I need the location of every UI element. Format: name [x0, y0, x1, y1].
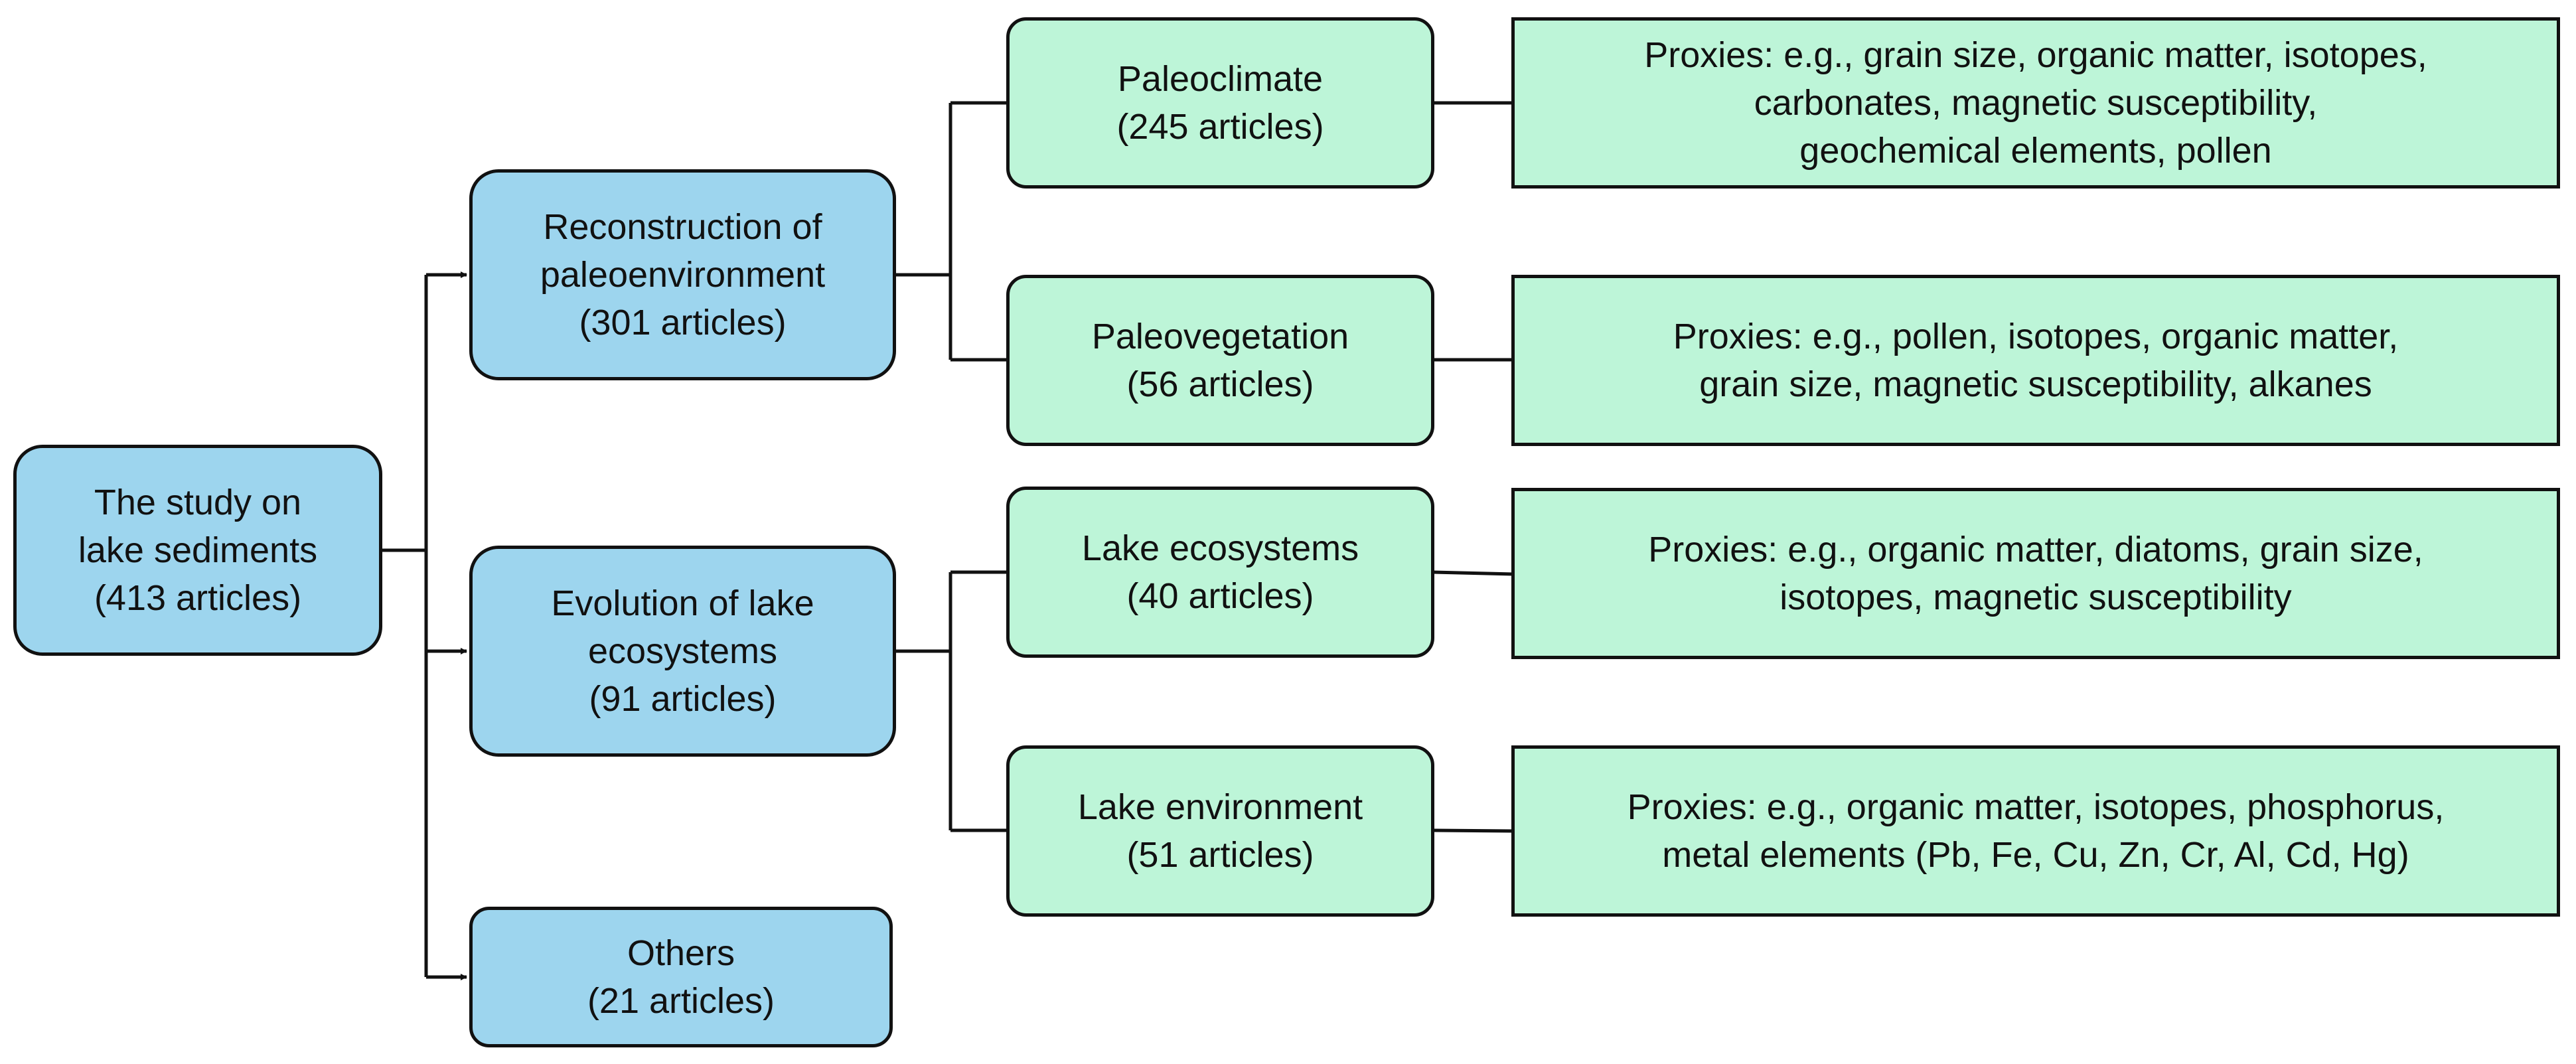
subcategory-paleovegetation: Paleovegetation (56 articles): [1006, 275, 1434, 446]
subcategory-line: (40 articles): [1126, 576, 1314, 616]
proxy-line: geochemical elements, pollen: [1799, 131, 2272, 171]
root-line-1: The study on: [94, 483, 302, 522]
proxy-line: Proxies: e.g., grain size, organic matte…: [1644, 35, 2427, 75]
category-line: ecosystems: [587, 631, 778, 671]
proxies-lake-environment: Proxies: e.g., organic matter, isotopes,…: [1511, 745, 2560, 917]
link-lake-environment-proxies: [1432, 828, 1515, 833]
proxies-paleovegetation: Proxies: e.g., pollen, isotopes, organic…: [1511, 275, 2560, 446]
subcategory-line: Lake environment: [1077, 787, 1363, 827]
proxy-line: grain size, magnetic susceptibility, alk…: [1699, 364, 2372, 404]
category-line: (301 articles): [579, 303, 787, 342]
category-reconstruction: Reconstruction of paleoenvironment (301 …: [469, 169, 896, 380]
subcategory-lake-ecosystems: Lake ecosystems (40 articles): [1006, 487, 1434, 658]
subcategory-line: Paleoclimate: [1117, 59, 1324, 99]
subcategory-line: Lake ecosystems: [1081, 528, 1359, 568]
proxies-lake-ecosystems: Proxies: e.g., organic matter, diatoms, …: [1511, 488, 2560, 659]
category-line: (21 articles): [587, 981, 775, 1021]
category-line: Reconstruction of: [543, 207, 822, 247]
category-others: Others (21 articles): [469, 907, 893, 1047]
proxy-line: Proxies: e.g., pollen, isotopes, organic…: [1673, 317, 2399, 356]
proxy-line: Proxies: e.g., organic matter, isotopes,…: [1627, 787, 2445, 827]
subcategory-line: (51 articles): [1126, 835, 1314, 875]
root-node: The study on lake sediments (413 article…: [13, 445, 382, 656]
proxy-line: isotopes, magnetic susceptibility: [1780, 577, 2292, 617]
subcategory-line: (56 articles): [1126, 364, 1314, 404]
proxy-line: carbonates, magnetic susceptibility,: [1754, 83, 2318, 123]
proxy-line: Proxies: e.g., organic matter, diatoms, …: [1648, 530, 2423, 570]
subcategory-lake-environment: Lake environment (51 articles): [1006, 745, 1434, 917]
subcategory-line: (245 articles): [1116, 107, 1324, 147]
proxy-line: metal elements (Pb, Fe, Cu, Zn, Cr, Al, …: [1662, 835, 2409, 875]
link-lake-ecosystems-proxies: [1432, 570, 1515, 576]
proxies-paleoclimate: Proxies: e.g., grain size, organic matte…: [1511, 17, 2560, 189]
root-line-2: lake sediments: [78, 530, 318, 570]
category-line: paleoenvironment: [540, 255, 826, 295]
root-line-3: (413 articles): [94, 578, 302, 618]
category-line: (91 articles): [589, 679, 777, 719]
category-line: Others: [627, 933, 735, 973]
subcategory-line: Paleovegetation: [1091, 317, 1349, 356]
category-line: Evolution of lake: [551, 583, 814, 623]
subcategory-paleoclimate: Paleoclimate (245 articles): [1006, 17, 1434, 189]
category-evolution: Evolution of lake ecosystems (91 article…: [469, 546, 896, 757]
